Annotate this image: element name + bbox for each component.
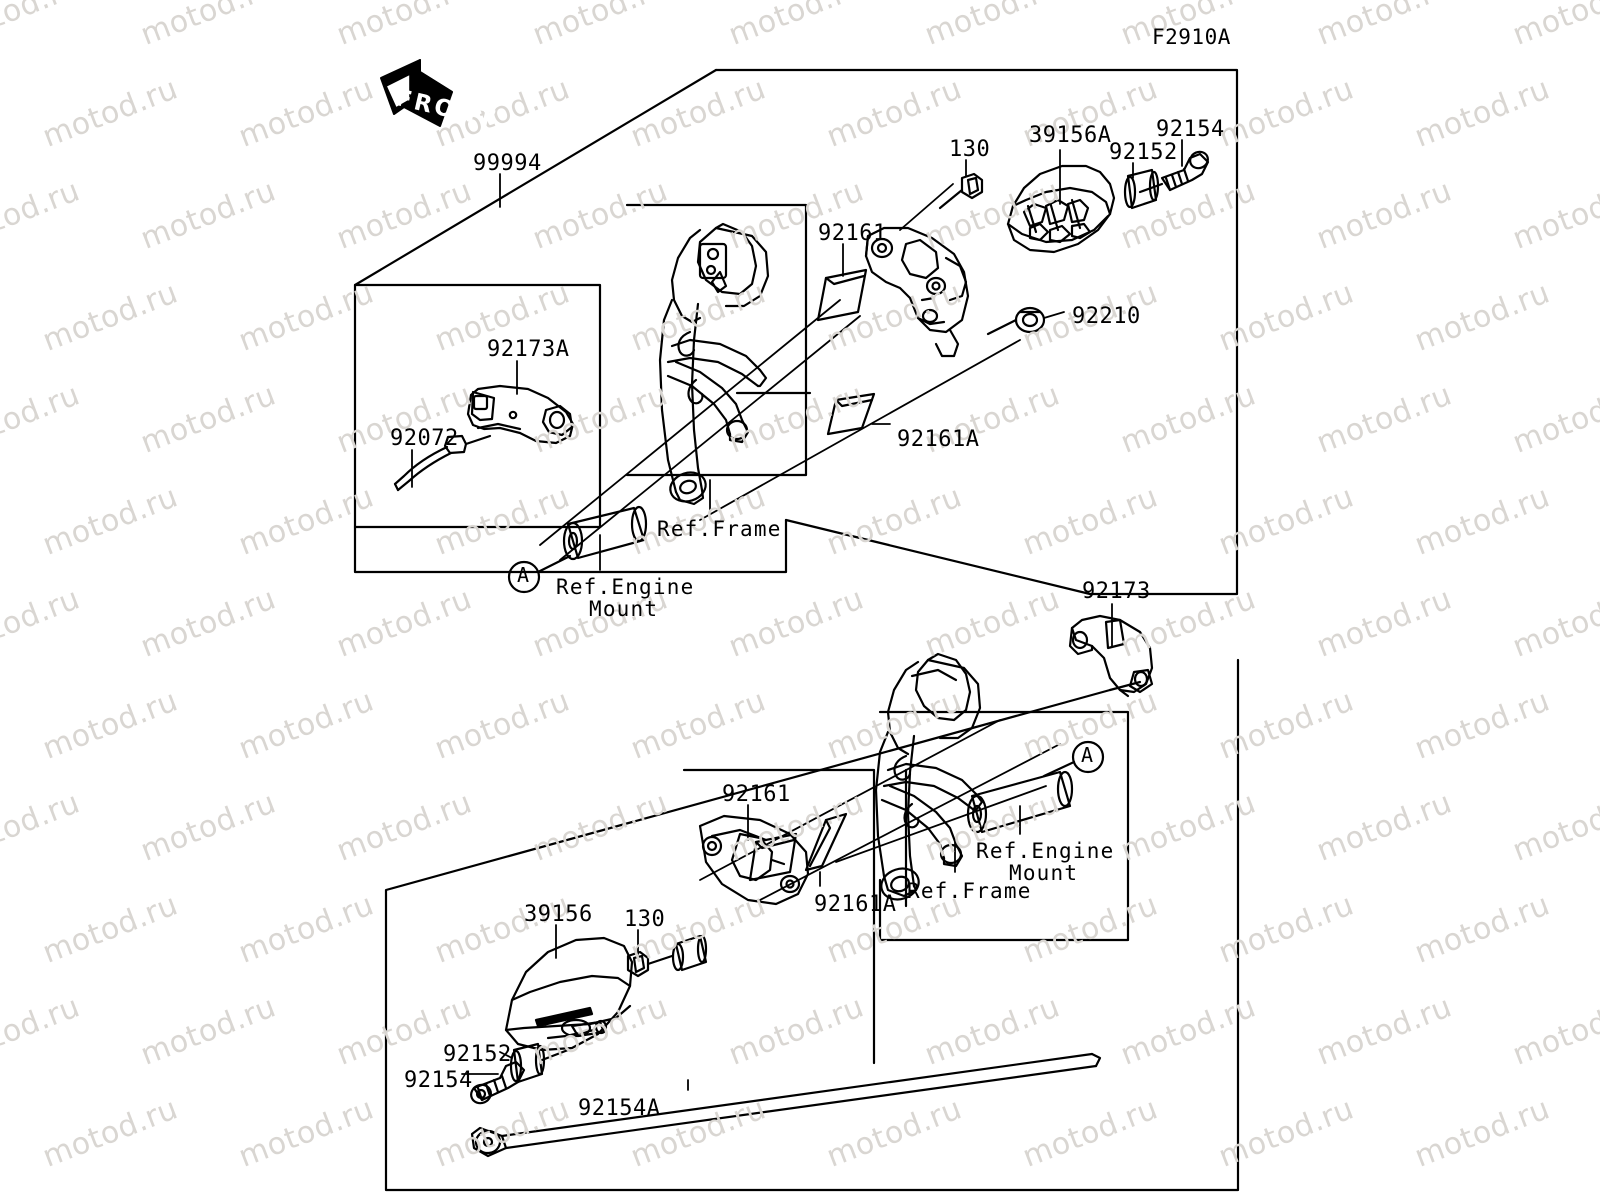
part-92072 [393,434,492,492]
part-39156 [504,936,634,1052]
leader-92152-lower [499,1051,513,1059]
part-130-lower [626,934,708,978]
part-92161A-upper [826,392,876,436]
callout-A-lower [1042,740,1105,778]
subframe-upper-left [353,283,602,529]
assembly-guides-upper [539,183,1021,561]
subframe-upper-center [625,203,808,477]
part-92173A [466,384,575,445]
frame-bracket-lower [698,652,984,906]
subframe-lower-left [682,768,876,1065]
leader-92210 [1043,311,1065,319]
callout-A-upper [507,554,572,594]
assembly-guides-lower [699,719,1061,901]
ref-engine-mount-lower [966,770,1074,834]
kit-frame-lower [384,658,1240,1192]
part-92161-upper [816,268,868,322]
part-92161A-lower [804,812,848,872]
front-arrow-marker [380,59,453,127]
part-92154-lower [470,1060,526,1105]
kit-frame-upper [353,68,1239,596]
tail-bracket-upper [864,226,970,358]
part-39156A [1006,164,1116,254]
part-92210 [986,306,1046,336]
part-92161-lower [748,832,798,882]
part-92152-upper [1123,168,1160,210]
subframe-lower-right [878,710,1130,942]
part-130-upper [938,172,984,210]
part-92173 [1068,614,1154,698]
frame-bracket-upper [658,222,770,506]
part-92154A [470,1052,1102,1158]
part-92152-lower [509,1042,570,1084]
ref-engine-mount-upper [562,505,648,561]
part-92154-upper [1138,150,1210,194]
